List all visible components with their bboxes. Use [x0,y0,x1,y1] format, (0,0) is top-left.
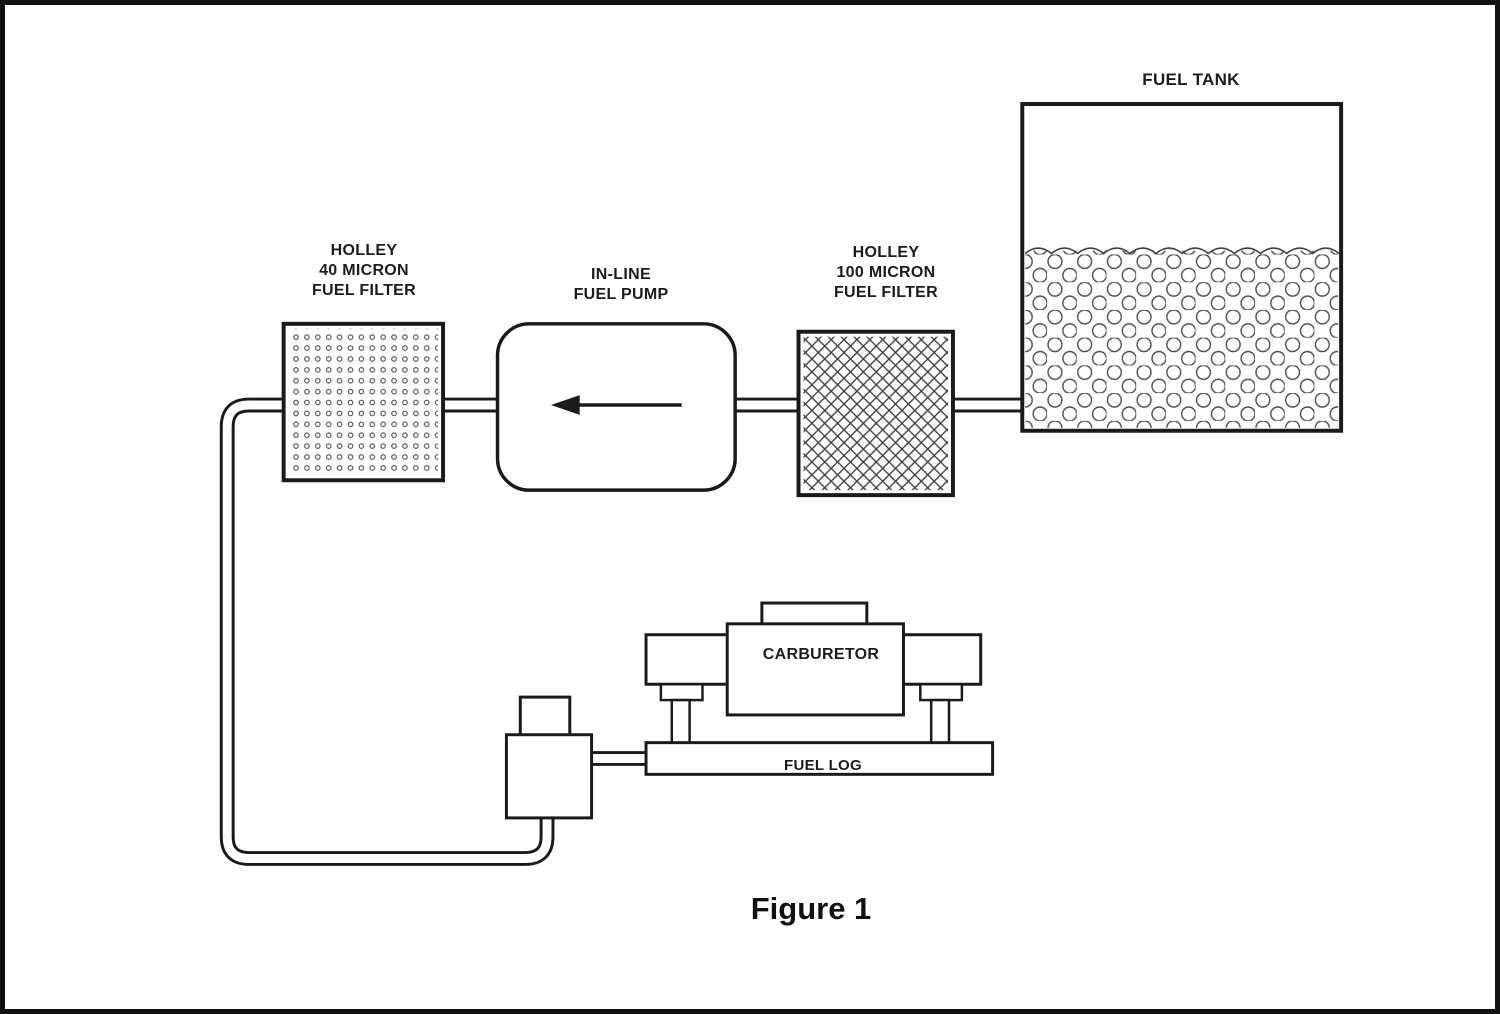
right-fuel-line [929,698,951,747]
fuel-inlet-assembly [504,695,594,820]
carburetor-assembly [644,601,995,776]
figure-caption: Figure 1 [750,891,872,926]
fuel-surface-wave [1024,247,1340,255]
fuel-tank [1020,102,1344,433]
filter-40-mesh [288,328,439,476]
left-fuel-fitting [659,682,704,702]
fuel-log-body [644,741,995,776]
filter-100-label: HOLLEY 100 MICRON FUEL FILTER [833,244,939,301]
fuel-filter-40-micron [281,321,446,483]
fuel-inlet-block [504,733,594,820]
filter-40-label: HOLLEY 40 MICRON FUEL FILTER [311,242,417,299]
fuel-tank-fuel [1025,250,1339,428]
filter-100-mesh [803,336,949,491]
carburetor-left-bowl [644,633,731,686]
carburetor-right-bowl [900,633,983,686]
fuel-tank-label: FUEL TANK [1142,70,1240,89]
right-fuel-fitting [919,682,964,702]
carburetor-label: CARBURETOR [762,646,880,663]
fuel-log-label: FUEL LOG [784,757,862,774]
carburetor-body [725,622,905,717]
fuel-filter-100-micron [796,329,955,498]
pipe-return-line-bore [222,400,552,863]
inline-fuel-pump [495,322,737,492]
fuel-inlet-neck [518,695,572,739]
diagram-svg [219,102,1344,866]
flow-arrowhead [550,395,580,415]
pump-label: IN-LINE FUEL PUMP [573,266,669,303]
pump-body [495,322,737,492]
left-fuel-line [670,698,691,747]
fuel-lines [219,397,1033,866]
